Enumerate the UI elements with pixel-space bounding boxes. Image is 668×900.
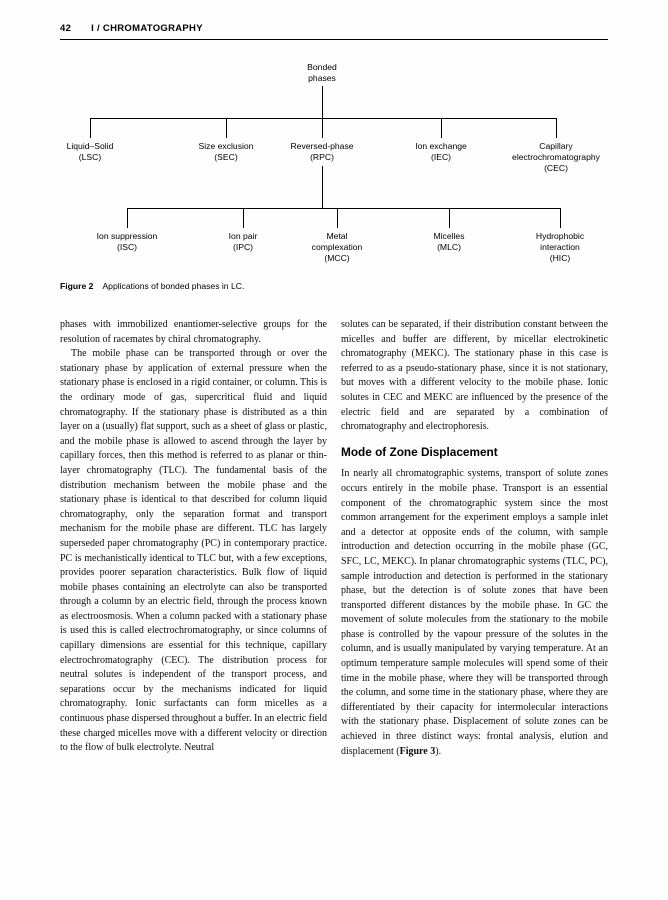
diagram-node-lsc: Liquid–Solid (LSC) [66, 141, 114, 162]
connector-line [322, 166, 323, 208]
connector-line [226, 118, 227, 138]
bonded-phases-diagram: Bonded phases Liquid–Solid (LSC) Size ex… [0, 0, 668, 272]
figure-label: Figure 2 [60, 281, 94, 291]
section-heading: Mode of Zone Displacement [341, 444, 498, 459]
connector-line [243, 208, 244, 228]
diagram-node-mlc: Micelles (MLC) [433, 231, 465, 252]
connector-line [90, 118, 557, 119]
connector-line [322, 118, 323, 138]
paragraph: In nearly all chromatographic systems, t… [341, 467, 608, 759]
figure-caption-text: Applications of bonded phases in LC. [102, 281, 245, 291]
connector-line [441, 118, 442, 138]
connector-line [127, 208, 128, 228]
header-rule [60, 39, 608, 41]
connector-line [556, 118, 557, 138]
figure-reference: Figure 3 [399, 745, 436, 757]
diagram-node-root: Bonded phases [307, 62, 337, 83]
diagram-node-iec: Ion exchange (IEC) [415, 141, 467, 162]
body-columns: phases with immobilized enantiomer-selec… [60, 318, 608, 759]
figure-caption: Figure 2 Applications of bonded phases in… [60, 281, 608, 291]
diagram-node-hic: Hydrophobic interaction (HIC) [535, 231, 585, 263]
connector-line [127, 208, 561, 209]
page-number: 42 [60, 23, 72, 34]
paragraph: The mobile phase can be transported thro… [60, 348, 327, 754]
diagram-node-mcc: Metal complexation (MCC) [311, 231, 363, 263]
running-title: I / CHROMATOGRAPHY [91, 23, 203, 34]
left-column: phases with immobilized enantiomer-selec… [60, 318, 327, 759]
diagram-node-ipc: Ion pair (IPC) [228, 231, 258, 252]
diagram-node-cec: Capillary electrochromatography (CEC) [512, 141, 600, 173]
paragraph-text: ). [435, 745, 442, 757]
paragraph: phases with immobilized enantiomer-selec… [60, 319, 327, 345]
page-header: 42 I / CHROMATOGRAPHY [60, 23, 608, 34]
diagram-node-isc: Ion suppression (ISC) [96, 231, 158, 252]
diagram-node-rpc: Reversed-phase (RPC) [290, 141, 354, 162]
right-column: solutes can be separated, if their distr… [341, 318, 608, 759]
connector-line [322, 86, 323, 118]
paragraph-text: In nearly all chromatographic systems, t… [341, 468, 608, 757]
paragraph: solutes can be separated, if their distr… [341, 319, 608, 433]
diagram-node-sec: Size exclusion (SEC) [198, 141, 254, 162]
connector-line [337, 208, 338, 228]
connector-line [449, 208, 450, 228]
connector-line [90, 118, 91, 138]
connector-line [560, 208, 561, 228]
